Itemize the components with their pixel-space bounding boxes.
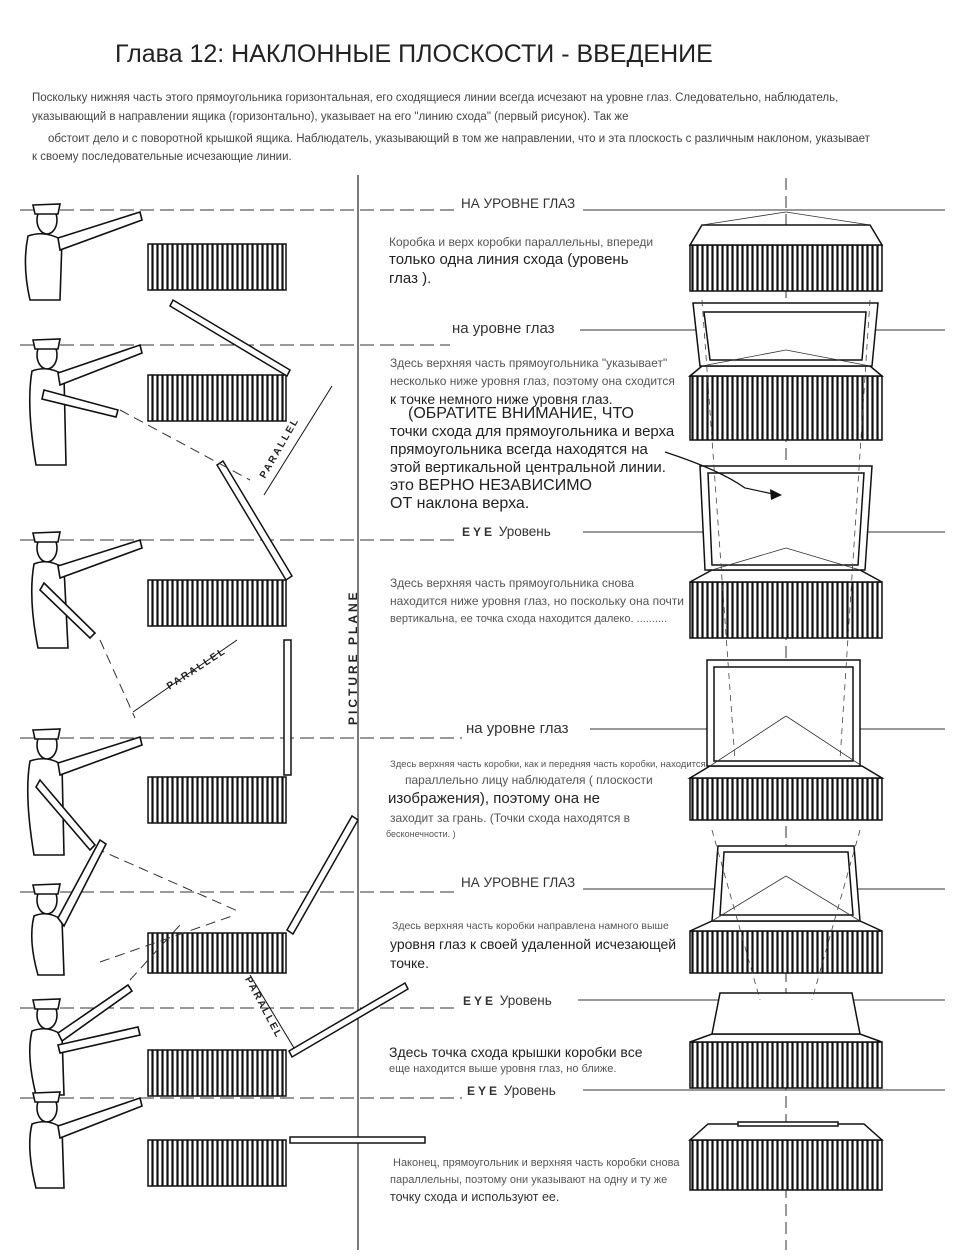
note-2-line-9: ОТ наклона верха. (390, 495, 530, 512)
eye-level-label-2: на уровне глаз (452, 320, 555, 337)
note-6-line-1: Здесь точка схода крышки коробки все (389, 1044, 643, 1060)
note-5-line-2: уровня глаз к своей удаленной исчезающей (390, 936, 677, 952)
intro-line-3: обстоит дело и с поворотной крышкой ящик… (48, 133, 870, 145)
note-4-line-5: бесконечности. ) (386, 829, 456, 839)
eye-level-label-6: EYE Уровень (463, 993, 552, 1008)
note-2-line-3: к точке немного ниже уровня глаз. (390, 391, 613, 407)
eye-word: EYE (462, 525, 496, 539)
note-4-line-4: заходит за грань. (Точки схода находятся… (390, 811, 631, 825)
note-2-line-8: это ВЕРНО НЕЗАВИСИМО (390, 477, 592, 494)
note-4-line-1: Здесь верхняя часть коробки, как и перед… (390, 759, 706, 770)
eye-level-label-1: НА УРОВНЕ ГЛАЗ (461, 196, 576, 211)
note-2-line-4: (ОБРАТИТЕ ВНИМАНИЕ, ЧТО (408, 405, 634, 422)
note-3-line-1: Здесь верхняя часть прямоугольника снова (390, 576, 635, 590)
note-1-line-1: Коробка и верх коробки параллельны, впер… (389, 235, 654, 249)
eye-level-label-3: EYE Уровень (462, 524, 551, 539)
eye-word: EYE (467, 1084, 501, 1098)
note-1-line-3: глаз ). (389, 270, 432, 287)
pointing-sightlines (94, 409, 251, 981)
construction-lines (701, 211, 871, 922)
note-5-line-1: Здесь верхняя часть коробки направлена н… (392, 920, 669, 932)
picture-plane-label: PICTURE PLANE (346, 589, 360, 725)
eye-level-word: Уровень (503, 1083, 556, 1098)
parallel-indicators (132, 385, 333, 1049)
note-2-line-6: прямоугольника всегда находятся на (390, 441, 648, 458)
left-lids (169, 298, 426, 1144)
note-1-line-2: только одна линия схода (уровень (389, 251, 629, 268)
note-7-line-1: Наконец, прямоугольник и верхняя часть к… (393, 1157, 680, 1169)
observer-figures (24, 203, 143, 1189)
intro-line-4: к своему последовательные исчезающие лин… (32, 151, 292, 163)
note-2-line-2: несколько ниже уровня глаз, поэтому она … (390, 374, 675, 388)
note-7-line-2: параллельны, поэтому они указывают на од… (390, 1174, 668, 1186)
left-eye-level-lines (20, 209, 462, 1099)
note-3-line-3: вертикальна, ее точка схода находится да… (390, 613, 668, 625)
eye-level-word: Уровень (498, 524, 551, 539)
note-2-line-7: этой вертикальной центральной линии. (390, 459, 666, 476)
eye-level-label-7: EYE Уровень (467, 1083, 556, 1098)
intro-line-2: указывающий в направлении ящика (горизон… (32, 111, 629, 123)
eye-level-word: Уровень (499, 993, 552, 1008)
intro-line-1: Поскольку нижняя часть этого прямоугольн… (32, 92, 839, 104)
left-boxes (147, 243, 287, 1187)
eye-level-label-4: на уровне глаз (466, 720, 569, 737)
note-2-line-5: точки схода для прямоугольника и верха (390, 423, 675, 440)
right-dashed-lines (701, 299, 871, 1001)
note-5-line-3: точке. (390, 955, 429, 971)
eye-level-label-5: НА УРОВНЕ ГЛАЗ (461, 875, 576, 890)
note-7-line-3: точку схода и используют ее. (390, 1190, 560, 1204)
note-4-line-3: изображения), поэтому она не (388, 790, 600, 807)
note-arrowhead (770, 489, 782, 500)
right-boxes (687, 224, 885, 1191)
note-2-line-1: Здесь верхняя часть прямоугольника "указ… (390, 356, 668, 370)
eye-word: EYE (463, 994, 497, 1008)
note-arrow (664, 451, 779, 496)
note-6-line-2: еще находится выше уровня глаз, но ближе… (389, 1063, 617, 1075)
note-4-line-2: параллельно лицу наблюдателя ( плоскости (405, 773, 653, 787)
note-3-line-2: находится ниже уровня глаз, но поскольку… (390, 594, 684, 608)
page-title: Глава 12: НАКЛОННЫЕ ПЛОСКОСТИ - ВВЕДЕНИЕ (115, 40, 713, 68)
